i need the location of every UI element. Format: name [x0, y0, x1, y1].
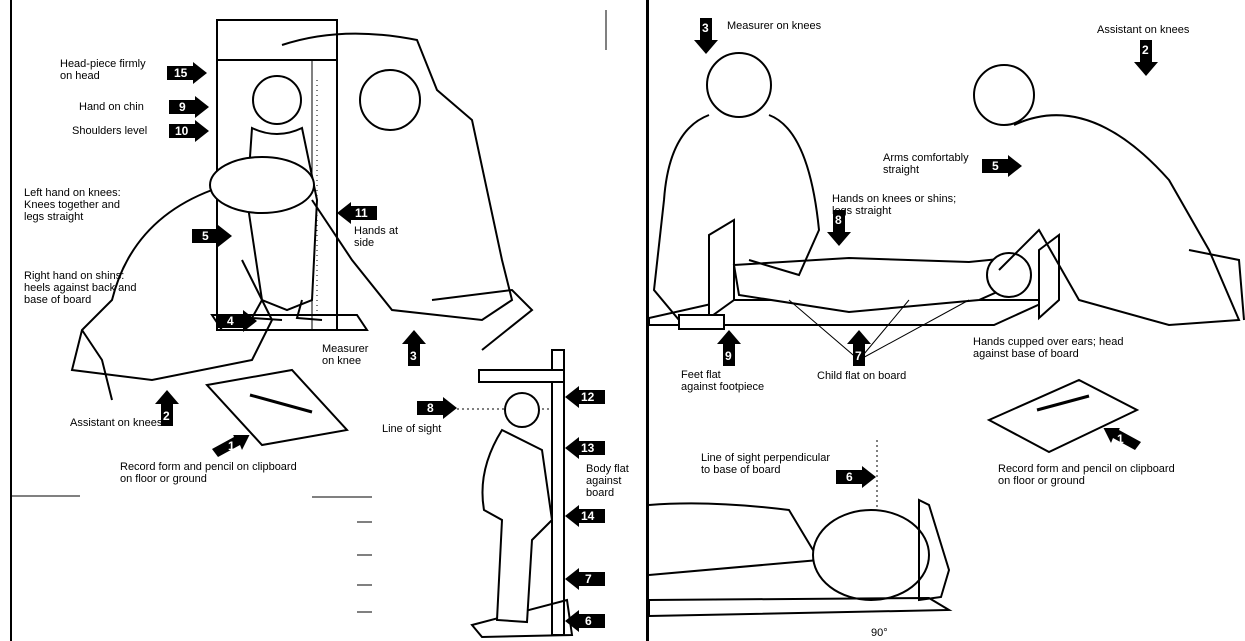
label-shoulders: Shoulders level [72, 125, 147, 137]
label-r-assistant: Assistant on knees [1097, 24, 1189, 36]
svg-text:7: 7 [585, 572, 592, 586]
marker-7-arrow: 7 [565, 568, 605, 590]
label-assistant: Assistant on knees [70, 417, 162, 429]
marker-r2-arrow: 2 [1134, 40, 1158, 76]
label-hand-chin: Hand on chin [79, 101, 144, 113]
svg-text:10: 10 [175, 124, 189, 138]
svg-text:5: 5 [202, 229, 209, 243]
label-r-measurer: Measurer on knees [727, 20, 821, 32]
svg-text:6: 6 [585, 614, 592, 628]
svg-text:11: 11 [355, 206, 368, 220]
svg-text:1: 1 [1117, 432, 1124, 446]
svg-text:2: 2 [1142, 43, 1149, 57]
recumbent-length-panel: 3 2 8 5 6 9 7 1 Measurer on knees Assist… [646, 0, 1245, 641]
marker-15-arrow: 15 [167, 62, 207, 84]
marker-10-arrow: 10 [169, 120, 209, 142]
svg-text:3: 3 [702, 21, 709, 35]
marker-13-arrow: 13 [565, 437, 605, 459]
svg-text:9: 9 [179, 100, 186, 114]
svg-text:14: 14 [581, 509, 595, 523]
standing-height-panel: 15 9 10 5 4 8 11 12 13 14 7 6 3 2 1 Head… [10, 0, 646, 641]
marker-r7-arrow: 7 [847, 330, 871, 366]
marker-5-arrow: 5 [192, 225, 232, 247]
marker-3-arrow: 3 [402, 330, 426, 366]
svg-text:4: 4 [227, 314, 234, 328]
svg-text:2: 2 [163, 409, 170, 423]
svg-text:1: 1 [228, 439, 235, 453]
label-line-sight: Line of sight [382, 423, 441, 435]
label-record: Record form and pencil on clipboard on f… [120, 461, 297, 485]
lying-measurement-illustration [649, 0, 1245, 641]
label-right-hand: Right hand on shins: heels against back … [24, 270, 137, 306]
label-r-hands-cupped: Hands cupped over ears; head against bas… [973, 336, 1123, 360]
marker-11-arrow: 11 [337, 202, 377, 224]
svg-text:15: 15 [174, 66, 188, 80]
marker-6-arrow: 6 [565, 610, 605, 632]
label-hands-side: Hands at side [354, 225, 398, 249]
label-headpiece: Head-piece firmly on head [60, 58, 146, 82]
label-r-feet-flat: Feet flat against footpiece [681, 369, 764, 393]
marker-1-arrow: 1 [212, 435, 252, 457]
svg-text:5: 5 [992, 159, 999, 173]
label-r-child-flat: Child flat on board [817, 370, 906, 382]
label-measurer: Measurer on knee [322, 343, 368, 367]
label-r-record: Record form and pencil on clipboard on f… [998, 463, 1175, 487]
marker-r1-arrow: 1 [1101, 428, 1141, 450]
marker-8-arrow: 8 [417, 397, 457, 419]
label-r-hands-knees: Hands on knees or shins; legs straight [832, 193, 956, 217]
marker-r5-arrow: 5 [982, 155, 1022, 177]
marker-r6-arrow: 6 [836, 466, 876, 488]
svg-text:7: 7 [855, 349, 862, 363]
marker-4-arrow: 4 [217, 310, 257, 332]
marker-9-arrow: 9 [169, 96, 209, 118]
marker-r9-arrow: 9 [717, 330, 741, 366]
label-r-arms: Arms comfortably straight [883, 152, 969, 176]
svg-text:13: 13 [581, 441, 595, 455]
label-r-angle: 90° [871, 627, 888, 639]
label-r-line-sight: Line of sight perpendicular to base of b… [701, 452, 830, 476]
marker-14-arrow: 14 [565, 505, 605, 527]
standing-measurement-illustration [12, 0, 648, 641]
svg-text:8: 8 [427, 401, 434, 415]
svg-text:12: 12 [581, 390, 595, 404]
svg-text:6: 6 [846, 470, 853, 484]
marker-12-arrow: 12 [565, 386, 605, 408]
marker-r3-arrow: 3 [694, 18, 718, 54]
svg-text:9: 9 [725, 349, 732, 363]
label-left-hand: Left hand on knees: Knees together and l… [24, 187, 121, 223]
svg-text:3: 3 [410, 349, 417, 363]
label-body-flat: Body flat against board [586, 463, 629, 499]
